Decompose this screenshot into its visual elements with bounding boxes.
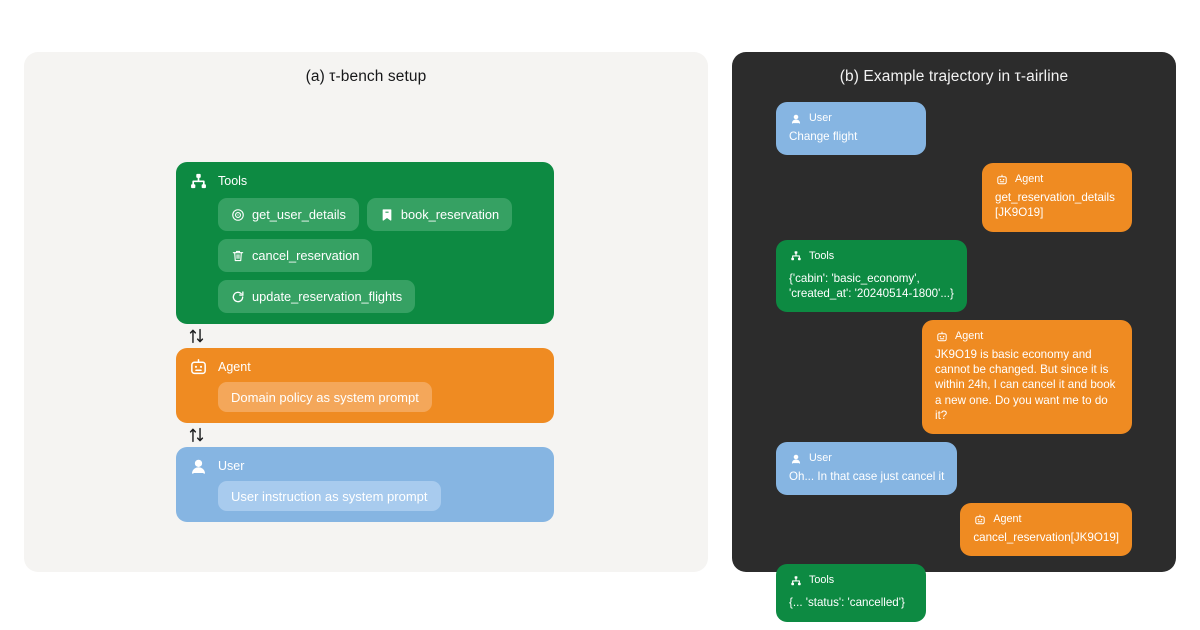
panel-b-title: (b) Example trajectory in τ-airline xyxy=(839,68,1069,85)
tool-chip-label: cancel_reservation xyxy=(252,248,360,263)
arrow-agent-user xyxy=(176,423,554,447)
message-role-label: Agent xyxy=(993,513,1022,526)
message-header: User xyxy=(789,451,944,466)
person-icon xyxy=(789,112,802,125)
message-role-label: Tools xyxy=(809,574,835,587)
agent-system-prompt-pill: Domain policy as system prompt xyxy=(218,382,432,412)
tool-chip-list: get_user_details book_reservation xyxy=(218,198,543,313)
message-header: Tools xyxy=(789,573,913,588)
message-text: Change flight xyxy=(789,130,858,143)
message-header: Agent xyxy=(995,172,1119,187)
message-header: Agent xyxy=(973,512,1119,527)
tool-chip-update-reservation-flights[interactable]: update_reservation_flights xyxy=(218,280,416,313)
message-row: Agent get_reservation_details [JK9O19] xyxy=(776,163,1132,232)
trash-icon xyxy=(231,249,245,263)
bookmark-icon xyxy=(380,208,394,222)
setup-flow-diagram: Tools get_user_details xyxy=(176,162,554,522)
robot-icon xyxy=(995,173,1008,186)
agent-card: Agent Domain policy as system prompt xyxy=(176,348,554,423)
message-role-label: Agent xyxy=(1015,173,1044,186)
message-bubble-agent: Agent cancel_reservation[JK9O19] xyxy=(960,503,1132,557)
message-bubble-agent: Agent get_reservation_details [JK9O19] xyxy=(982,163,1132,232)
refresh-icon xyxy=(231,290,245,304)
message-role-label: Tools xyxy=(809,249,835,262)
arrow-tools-agent xyxy=(176,324,554,348)
robot-icon xyxy=(187,356,210,379)
target-icon xyxy=(231,208,245,222)
message-row: Tools {'cabin': 'basic_economy', 'created… xyxy=(776,239,1132,313)
person-icon xyxy=(187,455,210,478)
tool-chip-cancel-reservation[interactable]: cancel_reservation xyxy=(218,239,373,272)
user-role-label: User xyxy=(218,459,245,473)
message-role-label: User xyxy=(809,112,832,124)
message-text: cancel_reservation[JK9O19] xyxy=(973,531,1119,545)
message-row: Agent cancel_reservation[JK9O19] xyxy=(776,503,1132,557)
tool-chip-book-reservation[interactable]: book_reservation xyxy=(366,198,513,231)
message-text: {'cabin': 'basic_economy', 'created_at':… xyxy=(789,271,954,300)
tool-chip-label: get_user_details xyxy=(252,207,346,222)
robot-icon xyxy=(935,330,948,343)
message-text: get_reservation_details [JK9O19] xyxy=(995,191,1115,220)
message-role-label: User xyxy=(809,452,832,465)
tool-chip-get-user-details[interactable]: get_user_details xyxy=(218,198,359,231)
message-header: Tools xyxy=(789,249,954,264)
message-text: JK9O19 is basic economy and cannot be ch… xyxy=(935,348,1116,422)
agent-role-label: Agent xyxy=(218,360,251,374)
message-bubble-tools: Tools {'cabin': 'basic_economy', 'created… xyxy=(776,239,967,313)
panel-a-title: (a) τ-bench setup xyxy=(305,68,427,85)
sitemap-icon xyxy=(187,170,210,193)
message-role-label: Agent xyxy=(955,330,984,343)
message-header: Agent xyxy=(935,329,1119,344)
sitemap-icon xyxy=(789,574,802,587)
agent-card-header: Agent xyxy=(187,356,543,379)
message-text: {... 'status': 'cancelled'} xyxy=(789,596,905,610)
sitemap-icon xyxy=(789,250,802,263)
robot-icon xyxy=(973,513,986,526)
user-card-header: User xyxy=(187,455,543,478)
user-card: User User instruction as system prompt xyxy=(176,447,554,522)
message-row: Tools {... 'status': 'cancelled'} xyxy=(776,564,1132,622)
tool-chip-label: book_reservation xyxy=(400,207,500,222)
tools-role-label: Tools xyxy=(218,174,248,188)
tool-chip-label: update_reservation_flights xyxy=(252,289,403,304)
message-header: User xyxy=(789,111,913,126)
panel-a-tau-bench-setup: (a) τ-bench setup Tools xyxy=(24,52,708,572)
user-system-prompt-pill: User instruction as system prompt xyxy=(218,481,441,511)
message-text: Oh... In that case just cancel it xyxy=(789,470,945,484)
person-icon xyxy=(789,452,802,465)
panel-b-example-trajectory: (b) Example trajectory in τ-airline User… xyxy=(732,52,1176,622)
message-bubble-tools: Tools {... 'status': 'cancelled'} xyxy=(776,564,926,622)
tools-card-header: Tools xyxy=(187,170,543,193)
tools-card: Tools get_user_details xyxy=(176,162,554,324)
